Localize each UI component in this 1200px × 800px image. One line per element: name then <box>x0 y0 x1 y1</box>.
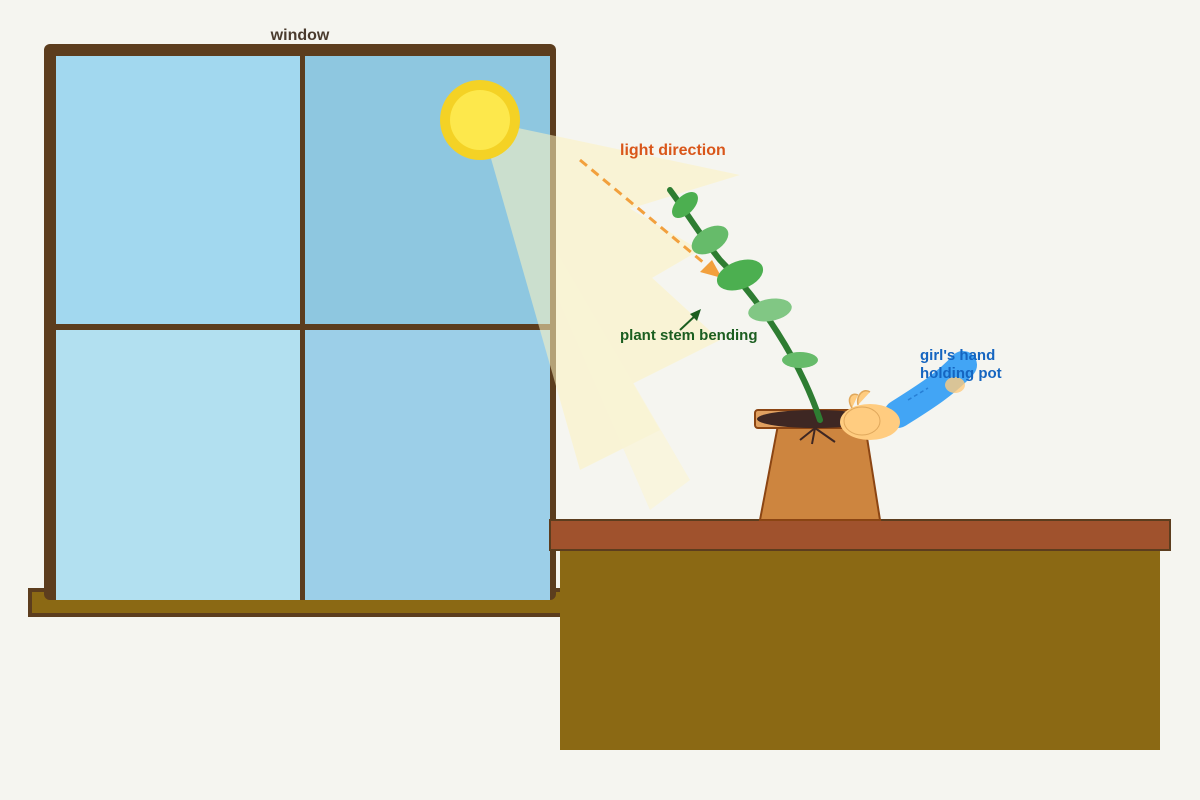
sun-icon <box>440 80 520 160</box>
window-label: window <box>270 27 330 44</box>
table-body <box>560 548 1160 750</box>
window-pane-bottom-left <box>56 330 300 600</box>
table <box>549 519 1171 750</box>
window-pane-top-left <box>56 56 300 324</box>
light-beams <box>480 120 740 510</box>
plant-icon <box>667 187 836 445</box>
hand-icon <box>840 351 977 440</box>
window-pane-bottom-right <box>305 330 550 600</box>
light-direction-label: light direction <box>620 142 726 159</box>
hand-label-line2: holding pot <box>920 365 1002 382</box>
stem-bending-label: plant stem bending <box>620 327 758 344</box>
hand-label-line1: girl's hand <box>920 347 995 364</box>
stem-bending-arrow <box>679 309 701 331</box>
table-top <box>549 519 1171 551</box>
light-direction-arrow <box>579 158 722 278</box>
